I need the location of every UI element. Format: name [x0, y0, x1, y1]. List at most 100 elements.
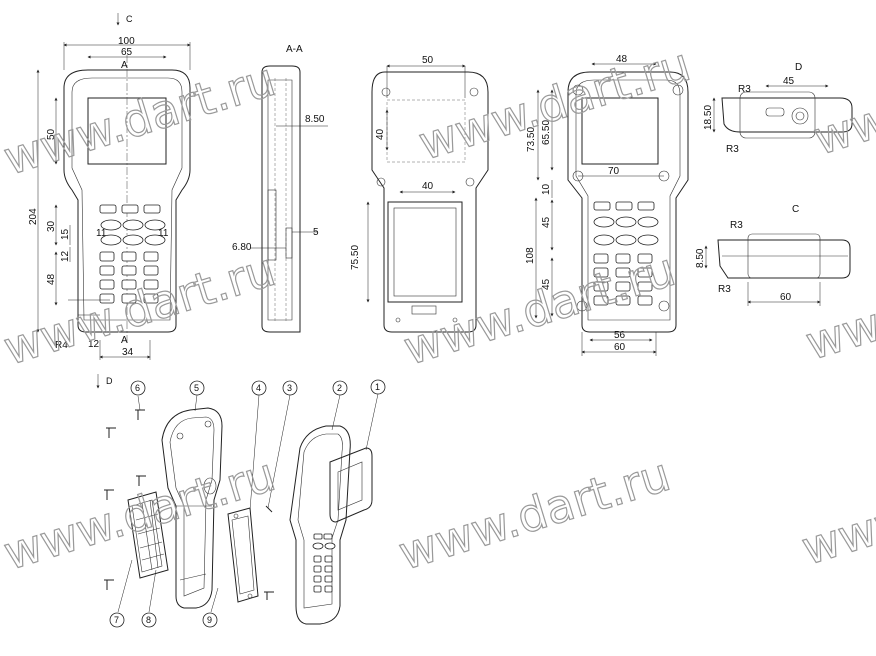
front-keypad [99, 204, 166, 304]
watermark-4: www.dart.ru [0, 242, 281, 376]
section-mark-a-bottom: A [121, 335, 128, 346]
part-9-battery-pack [227, 507, 259, 603]
front-outer-contour [63, 69, 191, 333]
detail-d-outline [721, 97, 853, 133]
dim-detail-108: 108 [525, 247, 536, 264]
svg-text:5: 5 [194, 383, 199, 393]
front-detail-view: 48 73.50 65.50 70 10 45 108 45 56 60 [525, 54, 689, 356]
watermark-3: www.dart.ru [807, 32, 876, 166]
view-arrow-d-label: D [106, 376, 113, 386]
dim-48: 48 [46, 273, 57, 285]
back-view: 50 40 40 75.50 [350, 55, 489, 333]
dim-detail-70: 70 [608, 166, 620, 177]
dim-d-18-50: 18.50 [703, 105, 714, 130]
dim-detail-45-top: 45 [541, 216, 552, 228]
section-view-a-a: A-A 8.50 6.80 5 [232, 44, 328, 333]
dim-c-r3-top: R3 [730, 220, 743, 231]
dim-back-75-50: 75.50 [350, 245, 361, 270]
dim-d-r3-bottom: R3 [726, 144, 739, 155]
dim-detail-48: 48 [616, 54, 628, 65]
dim-detail-45-bottom: 45 [541, 278, 552, 290]
dim-back-50: 50 [422, 55, 434, 66]
dim-34: 34 [122, 347, 134, 358]
dim-c-r3-bottom: R3 [718, 284, 731, 295]
back-outer-contour [371, 71, 489, 333]
watermark-1: www.dart.ru [0, 52, 281, 186]
section-outer-contour [261, 65, 301, 333]
dim-back-40: 40 [375, 128, 386, 140]
balloon-9: 9 [202, 612, 218, 628]
exploded-view: D [96, 374, 386, 628]
balloon-1: 1 [370, 379, 386, 395]
dim-11-right: 11 [158, 228, 169, 239]
dim-c-60: 60 [780, 292, 792, 303]
part-7-keypad-membrane [127, 491, 169, 579]
front-view: C [28, 13, 191, 360]
part-2-front-housing [289, 425, 351, 625]
detail-d-title: D [795, 62, 802, 73]
dim-r4: R4 [55, 340, 68, 351]
svg-text:4: 4 [256, 383, 261, 393]
dim-back-40-w: 40 [422, 181, 434, 192]
screws [104, 409, 274, 600]
section-title: A-A [286, 44, 303, 55]
watermark-6: www.dart.ru [799, 237, 876, 371]
balloon-8: 8 [141, 612, 157, 628]
balloon-4: 4 [251, 380, 267, 396]
dim-8-50: 8.50 [305, 114, 325, 125]
balloon-6: 6 [130, 380, 146, 396]
detail-outer-contour [567, 71, 689, 333]
svg-text:9: 9 [207, 615, 212, 625]
detail-c-view: C R3 8.50 R3 60 [695, 204, 851, 306]
dim-c-8-50: 8.50 [695, 248, 706, 268]
dim-detail-10: 10 [541, 183, 552, 195]
dim-detail-60: 60 [614, 342, 626, 353]
detail-c-outline [717, 239, 851, 279]
dim-15: 15 [60, 228, 71, 240]
leader-lines [117, 393, 379, 613]
dim-6-80: 6.80 [232, 242, 252, 253]
watermark-9: www.dart.ru [795, 442, 876, 576]
dim-detail-56: 56 [614, 330, 626, 341]
detail-c-title: C [792, 204, 799, 215]
dim-50: 50 [46, 128, 57, 140]
svg-text:8: 8 [146, 615, 151, 625]
view-arrow-c-label: C [126, 14, 133, 24]
dim-d-r3-top: R3 [738, 84, 751, 95]
balloon-7: 7 [109, 612, 125, 628]
detail-d-view: D 45 R3 18.50 R3 [703, 62, 853, 155]
dim-12-bottom: 12 [88, 339, 100, 350]
detail-display-window [581, 97, 659, 165]
front-inner-contour [71, 77, 183, 321]
dim-30: 30 [46, 220, 57, 232]
dim-11-left: 11 [96, 228, 107, 239]
watermark-2: www.dart.ru [412, 37, 696, 171]
watermarks: www.dart.ru www.dart.ru www.dart.ru www.… [0, 31, 876, 581]
dim-12: 12 [60, 250, 71, 262]
balloon-5: 5 [189, 380, 205, 396]
part-1-display-glass [329, 447, 373, 523]
dim-5: 5 [313, 227, 319, 238]
balloon-3: 3 [282, 380, 298, 396]
dim-detail-65-50: 65.50 [541, 120, 552, 145]
housing-keys [312, 533, 336, 593]
watermark-7: www.dart.ru [0, 447, 281, 581]
part-5-rear-housing [161, 407, 223, 609]
dim-detail-73-50: 73.50 [526, 127, 537, 152]
svg-text:7: 7 [114, 615, 119, 625]
battery-cover [387, 201, 463, 303]
watermark-8: www.dart.ru [392, 447, 676, 581]
svg-text:2: 2 [337, 383, 342, 393]
svg-text:3: 3 [287, 383, 292, 393]
dim-d-45: 45 [783, 76, 795, 87]
section-mark-a-top: A [121, 60, 128, 71]
detail-keypad [593, 201, 659, 306]
dim-204: 204 [28, 208, 39, 225]
watermark-5: www.dart.ru [397, 242, 681, 376]
svg-text:6: 6 [135, 383, 140, 393]
dim-65: 65 [121, 47, 133, 58]
balloon-2: 2 [332, 380, 348, 396]
dim-100: 100 [118, 36, 135, 47]
svg-text:1: 1 [375, 382, 380, 392]
